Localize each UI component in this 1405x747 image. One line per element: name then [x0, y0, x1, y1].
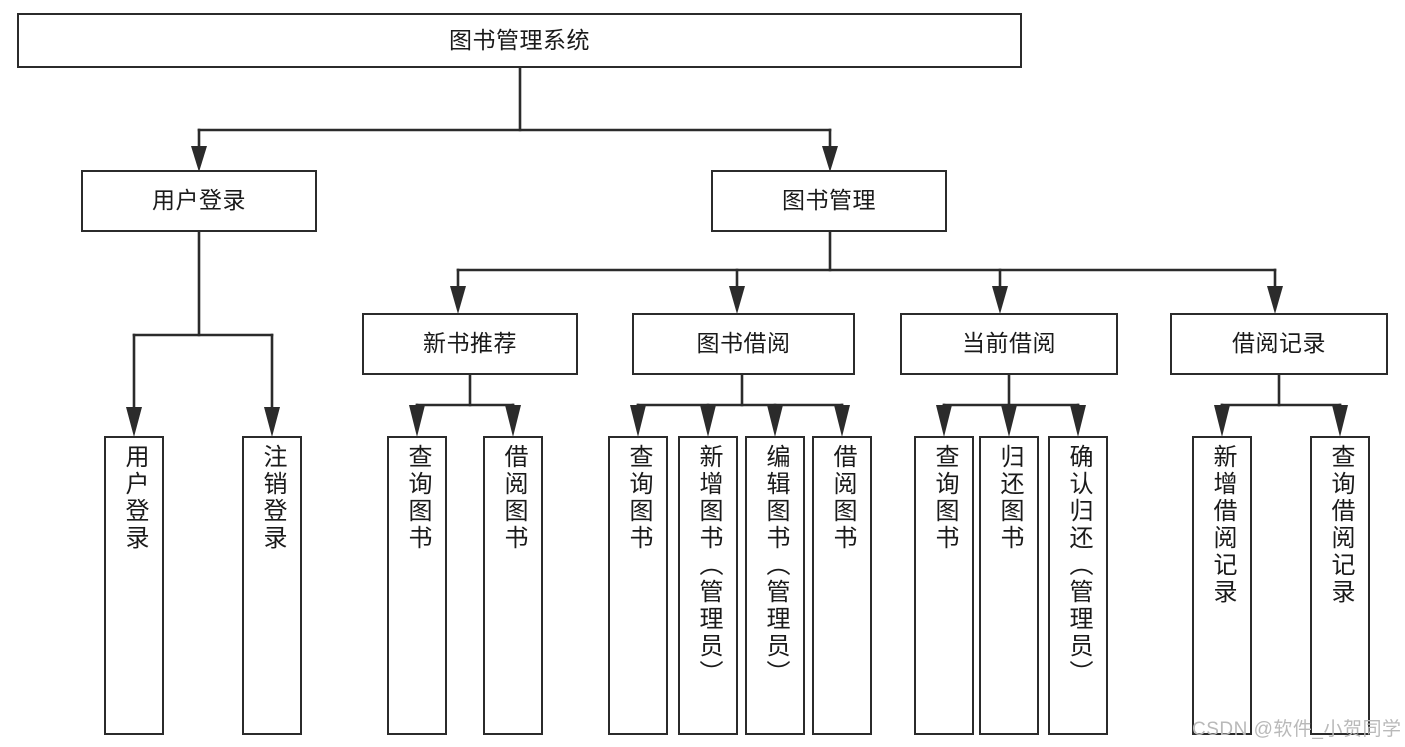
- leaf-borrow-record-query[interactable]: 查询借阅记录: [1310, 436, 1370, 735]
- leaf-book-borrow-query[interactable]: 查询图书: [608, 436, 668, 735]
- node-label: 借阅图书: [829, 444, 856, 552]
- node-label: 注销登录: [259, 444, 286, 552]
- node-book-management[interactable]: 图书管理: [711, 170, 947, 232]
- node-user-login[interactable]: 用户登录: [81, 170, 317, 232]
- node-label: 新书推荐: [423, 330, 517, 357]
- node-label: 查询借阅记录: [1327, 444, 1354, 606]
- node-label: 图书管理: [782, 187, 876, 214]
- node-label: 图书借阅: [696, 330, 791, 357]
- node-label: 当前借阅: [962, 330, 1056, 357]
- leaf-user-login-logout[interactable]: 注销登录: [242, 436, 302, 735]
- leaf-book-borrow-add[interactable]: 新增图书（管理员）: [678, 436, 738, 735]
- node-label: 查询图书: [931, 444, 958, 552]
- node-label: 用户登录: [121, 444, 148, 552]
- node-label: 用户登录: [152, 187, 246, 214]
- node-current-borrow[interactable]: 当前借阅: [900, 313, 1118, 375]
- leaf-borrow-record-add[interactable]: 新增借阅记录: [1192, 436, 1252, 735]
- node-label: 借阅图书: [500, 444, 527, 552]
- leaf-user-login-login[interactable]: 用户登录: [104, 436, 164, 735]
- watermark: CSDN @软件_小贺同学: [1192, 719, 1402, 740]
- node-label: 查询图书: [404, 444, 431, 552]
- leaf-current-borrow-return[interactable]: 归还图书: [979, 436, 1039, 735]
- leaf-book-borrow-borrow[interactable]: 借阅图书: [812, 436, 872, 735]
- node-label: 编辑图书（管理员）: [762, 444, 789, 687]
- node-borrow-record[interactable]: 借阅记录: [1170, 313, 1388, 375]
- node-label: 新增借阅记录: [1209, 444, 1236, 606]
- leaf-book-borrow-edit[interactable]: 编辑图书（管理员）: [745, 436, 805, 735]
- node-label: 新增图书（管理员）: [695, 444, 722, 687]
- node-book-borrow[interactable]: 图书借阅: [632, 313, 855, 375]
- node-new-book-recommend[interactable]: 新书推荐: [362, 313, 578, 375]
- leaf-current-borrow-confirm-return[interactable]: 确认归还（管理员）: [1048, 436, 1108, 735]
- node-label: 查询图书: [625, 444, 652, 552]
- node-label: 确认归还（管理员）: [1065, 444, 1092, 687]
- node-book-management-system[interactable]: 图书管理系统: [17, 13, 1022, 68]
- leaf-current-borrow-query[interactable]: 查询图书: [914, 436, 974, 735]
- leaf-new-book-query[interactable]: 查询图书: [387, 436, 447, 735]
- leaf-new-book-borrow[interactable]: 借阅图书: [483, 436, 543, 735]
- node-label: 借阅记录: [1232, 330, 1326, 357]
- node-label: 归还图书: [996, 444, 1023, 552]
- node-label: 图书管理系统: [449, 26, 590, 53]
